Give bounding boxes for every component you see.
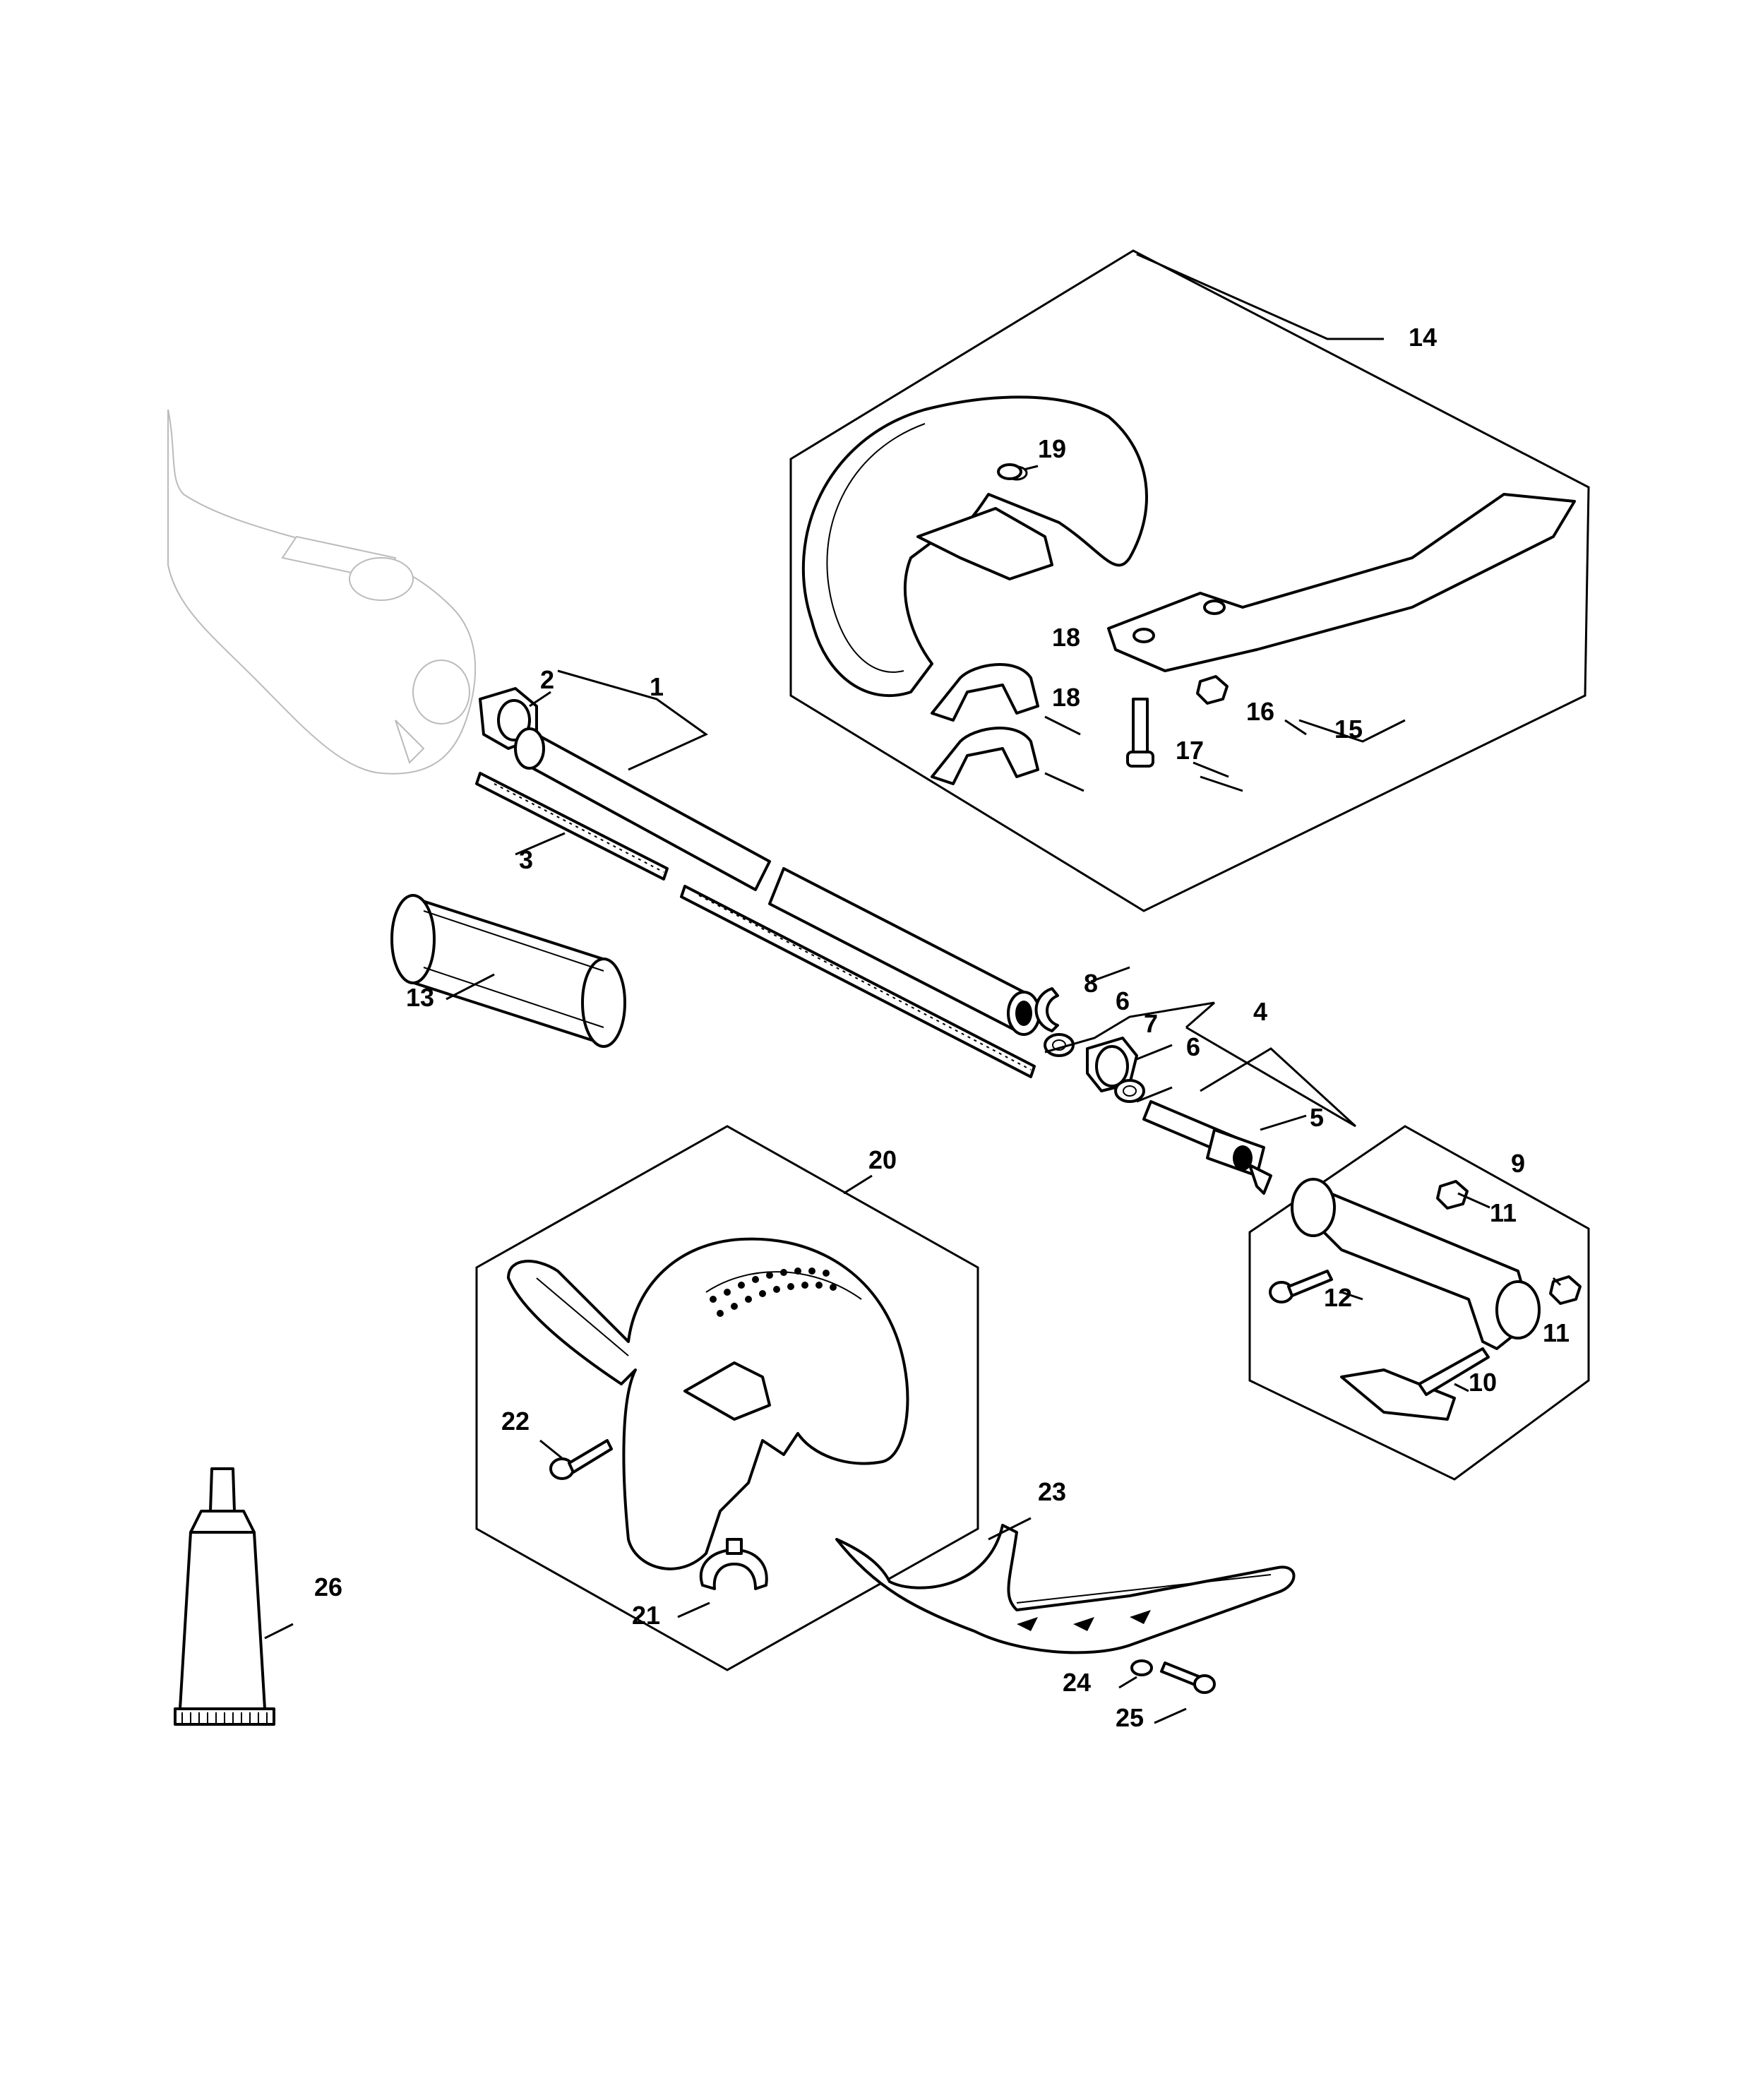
handle-kit-box-14 <box>789 249 1590 912</box>
part-14-loop-handle <box>801 395 1148 697</box>
part-25-screw <box>1160 1661 1216 1694</box>
leader-lines <box>264 253 1562 1724</box>
callout-6a: 6 <box>1116 986 1130 1015</box>
callout-25: 25 <box>1116 1703 1144 1732</box>
part-3-drive-shaft <box>475 772 1036 1078</box>
part-18-clamp-b <box>931 727 1039 785</box>
callout-23: 23 <box>1038 1477 1066 1506</box>
part-9-handle-clamp <box>1291 1178 1541 1350</box>
callout-6b: 6 <box>1186 1032 1200 1061</box>
callout-20: 20 <box>868 1145 897 1174</box>
part-4-shaft-stub <box>1142 1100 1265 1177</box>
callout-14: 14 <box>1409 323 1437 352</box>
handle-clamp-box-9 <box>1248 1125 1590 1481</box>
part-12-screw <box>1269 1270 1333 1303</box>
callout-7: 7 <box>1144 1009 1158 1038</box>
part-22-screw <box>549 1439 613 1480</box>
loop-handle-box-20 <box>475 1125 979 1671</box>
callout-3: 3 <box>519 845 533 874</box>
part-18-clamp-a <box>931 663 1039 722</box>
callout-22: 22 <box>501 1407 530 1436</box>
part-17-screw <box>1126 698 1154 768</box>
callout-21: 21 <box>632 1601 660 1630</box>
part-23-barrier-bar <box>835 1524 1296 1654</box>
callout-12: 12 <box>1324 1283 1352 1312</box>
callout-19: 19 <box>1038 434 1066 463</box>
callout-2: 2 <box>540 665 554 694</box>
callout-15: 15 <box>1334 715 1363 744</box>
part-21-clamp <box>699 1538 768 1590</box>
part-15-handle-bar <box>1107 493 1576 672</box>
callout-24: 24 <box>1063 1668 1091 1697</box>
engine-housing <box>167 409 477 775</box>
callout-8: 8 <box>1084 969 1098 998</box>
part-13-bushing <box>390 894 626 1048</box>
callout-9: 9 <box>1511 1149 1525 1178</box>
part-26-grease-tube <box>174 1467 275 1726</box>
callout-10: 10 <box>1469 1368 1497 1397</box>
callout-18a: 18 <box>1052 623 1080 652</box>
part-24-washer <box>1130 1659 1153 1676</box>
part-7-bearing <box>1086 1037 1138 1092</box>
part-5-clip <box>1248 1164 1272 1195</box>
callout-11a: 11 <box>1490 1198 1517 1227</box>
callout-5: 5 <box>1310 1103 1324 1132</box>
callout-1: 1 <box>650 672 664 701</box>
callout-4: 4 <box>1253 997 1267 1026</box>
callout-11b: 11 <box>1543 1318 1570 1347</box>
part-1-drive-tube <box>514 727 1041 1036</box>
callout-18b: 18 <box>1052 683 1080 712</box>
part-11-nut-a <box>1436 1180 1469 1210</box>
callout-26: 26 <box>314 1573 342 1601</box>
part-6-washer-b <box>1114 1079 1145 1103</box>
part-19-washer <box>997 463 1022 480</box>
part-20-loop-handle <box>507 1237 909 1570</box>
callout-16: 16 <box>1246 697 1274 726</box>
callout-13: 13 <box>406 983 434 1012</box>
callout-labels: 1 2 3 4 5 6 6 7 8 9 10 11 11 12 13 14 15… <box>314 323 1570 1732</box>
part-8-circlip <box>1034 987 1059 1032</box>
part-10-wing-screw <box>1340 1347 1490 1421</box>
part-16-nut <box>1196 675 1229 705</box>
callout-17: 17 <box>1176 736 1204 765</box>
